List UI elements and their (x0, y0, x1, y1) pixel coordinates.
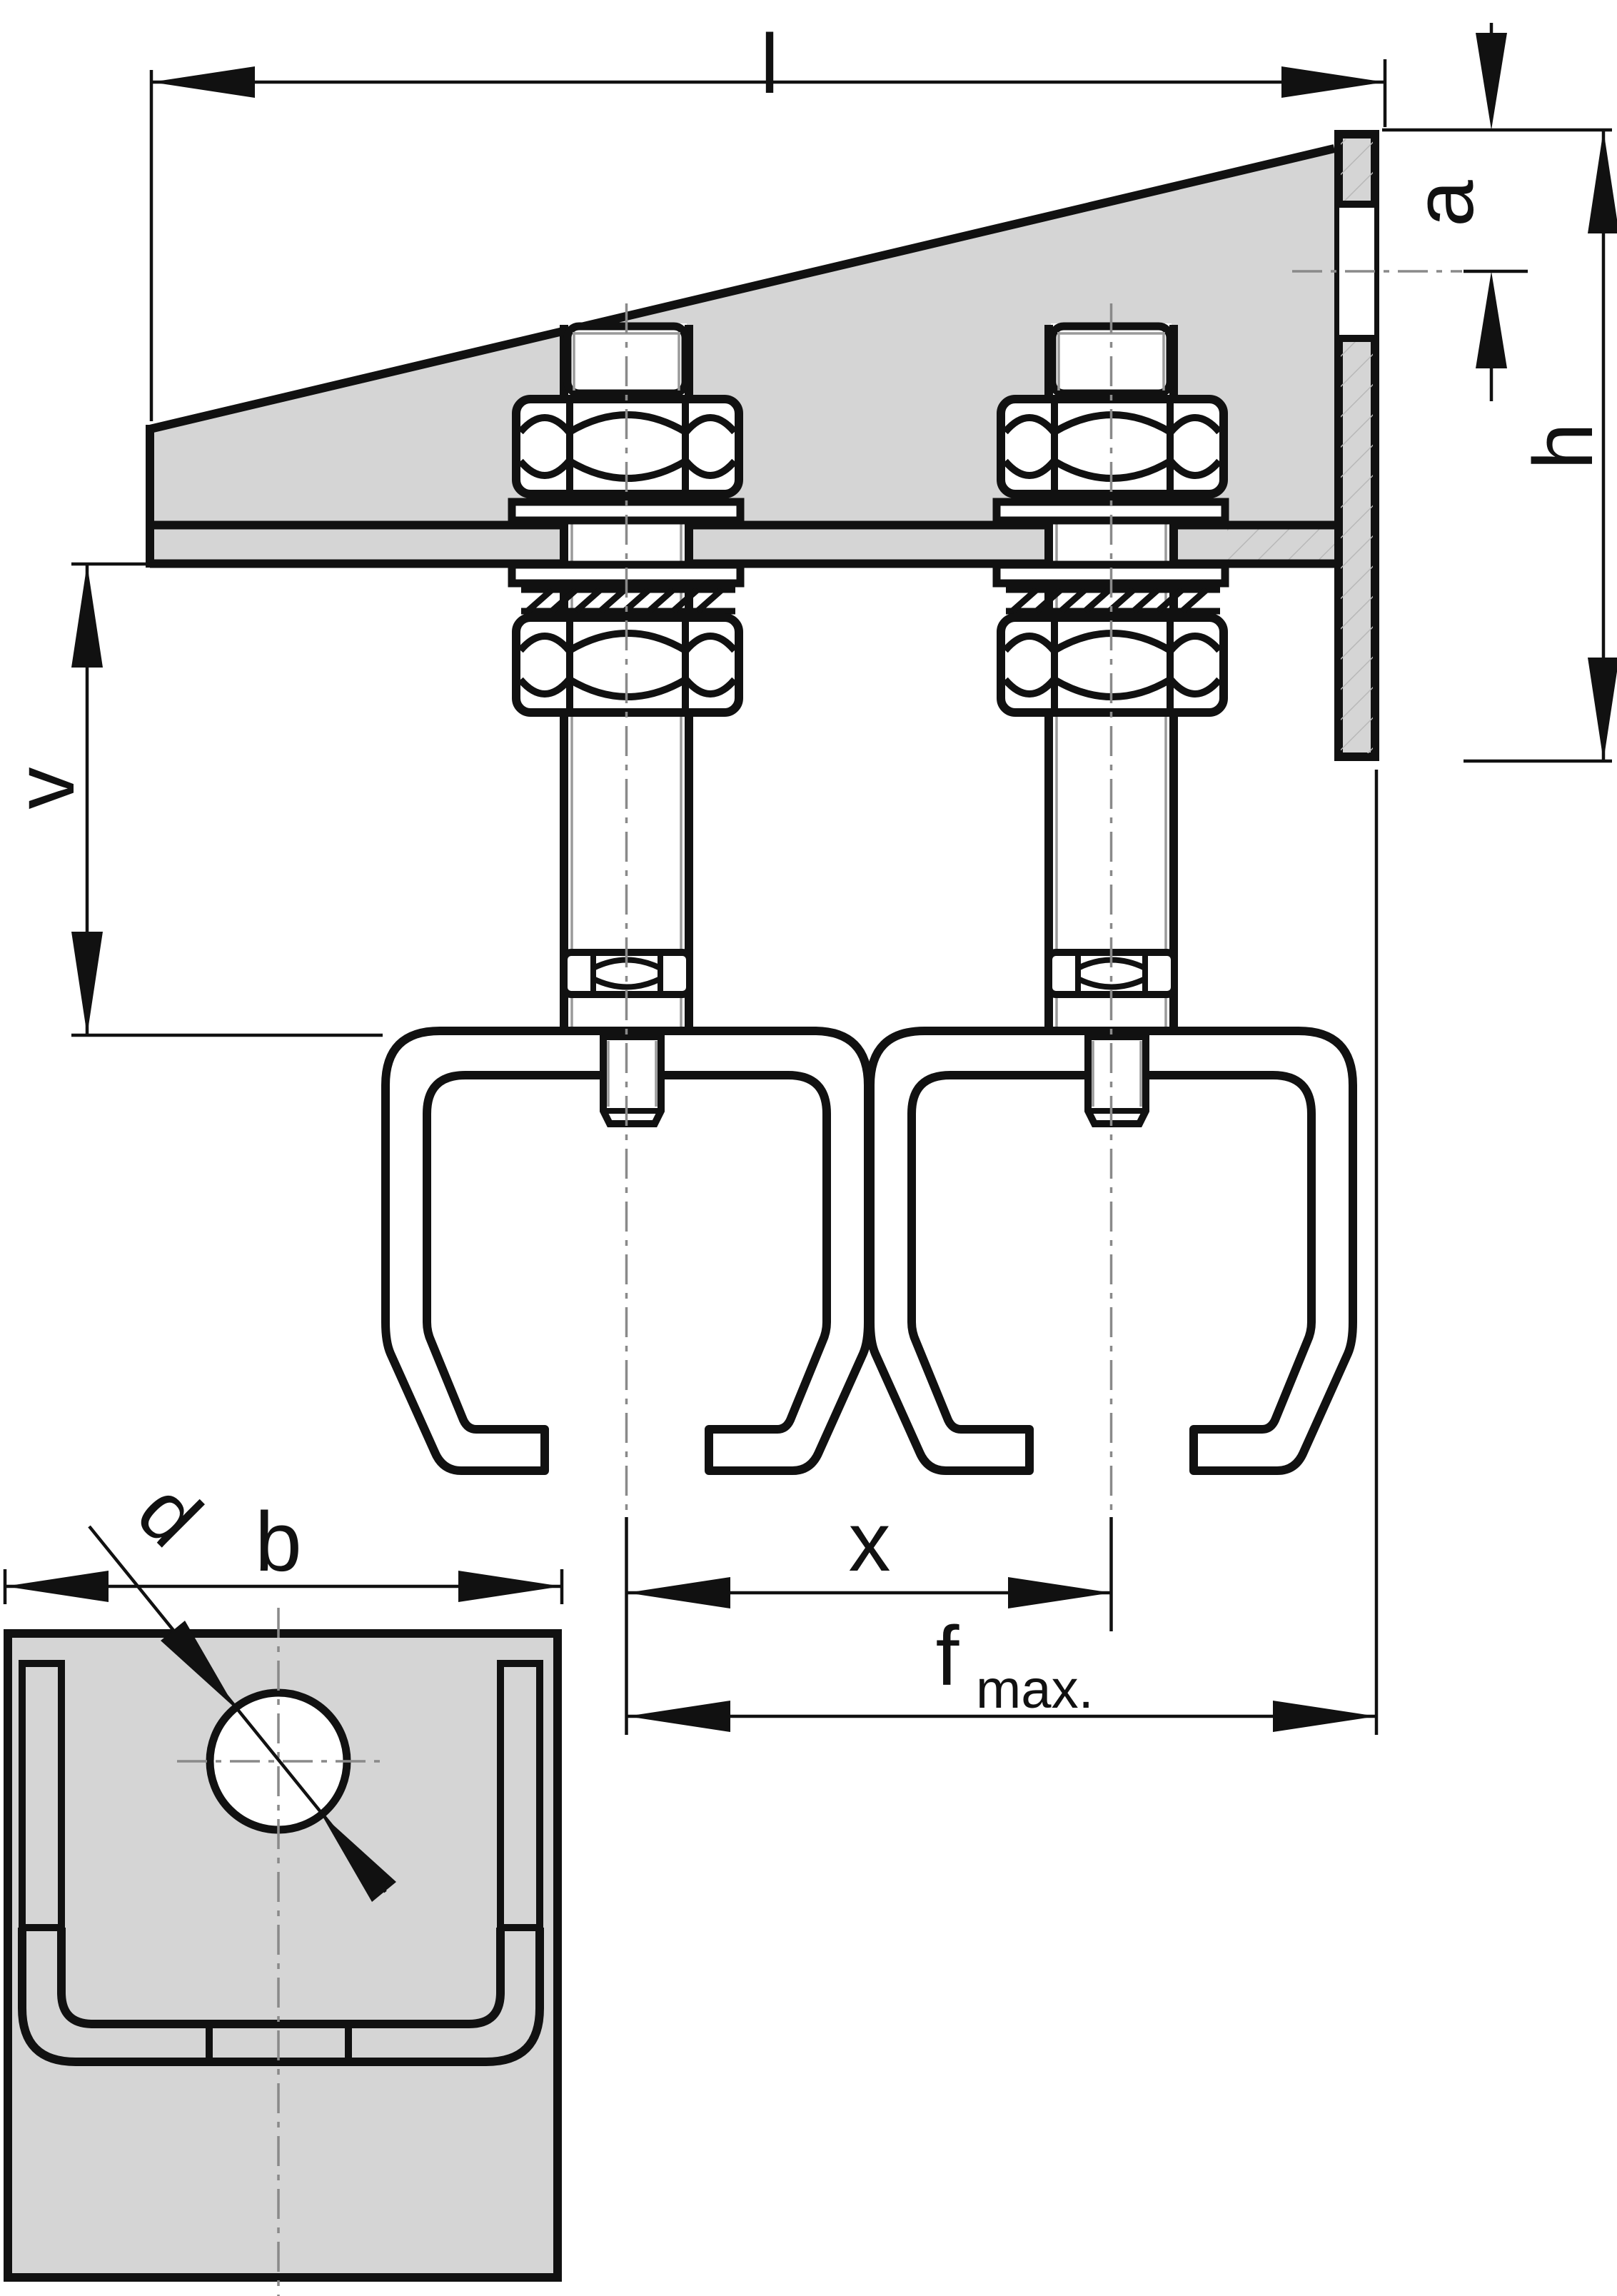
centerlines (625, 270, 1462, 1735)
rail-bottom-profile (18, 1928, 544, 2066)
wall-plate (1334, 130, 1379, 761)
dimension-v: v (0, 562, 383, 1037)
dim-label-f: f (936, 1609, 959, 1703)
rod-end-2 (1088, 1037, 1146, 1124)
dim-label-d: d (119, 1465, 219, 1565)
dim-label-b: b (255, 1495, 302, 1589)
dimension-x: x (627, 1495, 1112, 1608)
dimension-a: a (1382, 23, 1612, 401)
dimension-h: h (1464, 130, 1617, 763)
dimensions: l a h v (0, 17, 1617, 1735)
dim-label-a: a (1397, 180, 1491, 227)
dim-label-x: x (849, 1495, 891, 1589)
dim-label-l: l (760, 17, 779, 111)
main-view (146, 130, 1462, 1735)
dim-label-v: v (0, 767, 92, 810)
dimension-f-max: f max. (627, 770, 1379, 1735)
dimension-b: b (3, 1495, 564, 1604)
dimension-l: l (149, 17, 1387, 421)
rod-end-1 (603, 1037, 661, 1124)
section-view: b d (3, 1465, 564, 2296)
dim-label-h: h (1516, 423, 1611, 470)
dim-label-f-sub: max. (976, 1659, 1094, 1720)
